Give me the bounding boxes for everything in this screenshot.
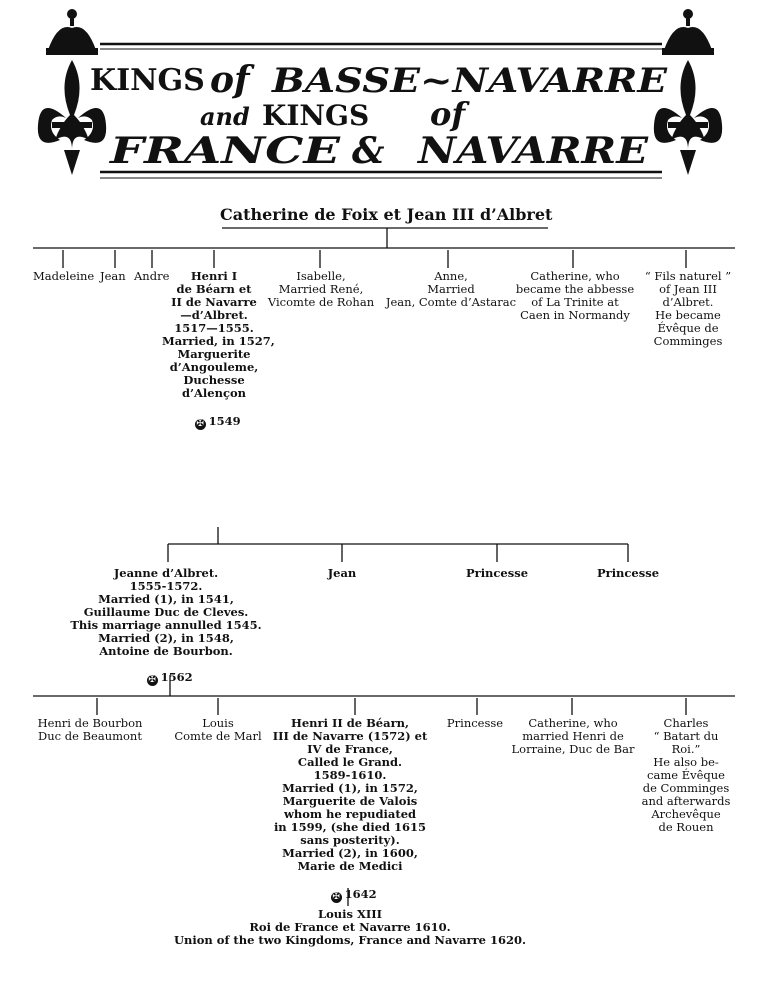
person-henri-i: Henri I de Béarn et II de Navarre —d’Alb… bbox=[162, 269, 275, 400]
crown-icon-right bbox=[662, 9, 714, 55]
person-princesse-1: Princesse bbox=[465, 566, 529, 580]
banner-basse-navarre: BASSE~NAVARRE bbox=[271, 61, 668, 101]
person-princesse-2: Princesse bbox=[596, 566, 660, 580]
banner-navarre: NAVARRE bbox=[417, 130, 649, 172]
banner-and: and bbox=[200, 102, 250, 131]
henri-i-death: ✠1549 bbox=[162, 402, 266, 430]
person-catherine-abbesse: Catherine, who became the abbesse of La … bbox=[515, 269, 635, 322]
person-jean-gen2: Jean bbox=[327, 566, 357, 580]
person-jean: Jean bbox=[100, 269, 126, 283]
title-banner: KINGS of BASSE~NAVARRE and KINGS of FRAN… bbox=[37, 9, 723, 179]
jeanne-death-year: 1562 bbox=[160, 670, 193, 684]
henri-ii-death-year: 1642 bbox=[344, 887, 377, 901]
person-catherine-lorraine: Catherine, who married Henri de Lorraine… bbox=[511, 716, 635, 756]
death-cross-icon: ✠ bbox=[330, 892, 342, 903]
person-fils-naturel: “ Fils naturel ” of Jean III d’Albret. H… bbox=[644, 269, 732, 348]
banner-kings-1: KINGS bbox=[90, 63, 205, 98]
crown-icon-left bbox=[46, 9, 98, 55]
banner-kings-2: KINGS bbox=[262, 99, 369, 132]
jeanne-death: ✠1562 bbox=[62, 658, 270, 686]
person-isabelle: Isabelle, Married René, Vicomte de Rohan bbox=[267, 269, 375, 309]
person-charles: Charles “ Batart du Roi.” He also be- ca… bbox=[641, 716, 731, 834]
fleur-de-lis-icon-right bbox=[653, 60, 723, 175]
person-henri-de-bourbon: Henri de Bourbon Duc de Beaumont bbox=[37, 716, 143, 743]
death-cross-icon: ✠ bbox=[146, 675, 158, 686]
henri-i-death-year: 1549 bbox=[208, 414, 241, 428]
death-cross-icon: ✠ bbox=[194, 419, 206, 430]
fleur-de-lis-icon-left bbox=[37, 60, 107, 175]
henri-ii-death: ✠1642 bbox=[266, 875, 434, 903]
banner-ampersand: & bbox=[352, 130, 385, 172]
person-louis-xiii: Louis XIII Roi de France et Navarre 1610… bbox=[174, 907, 526, 947]
banner-france: FRANCE bbox=[109, 130, 341, 172]
person-madeleine: Madeleine bbox=[33, 269, 95, 283]
root-couple: Catherine de Foix et Jean III d’Albret bbox=[220, 205, 553, 224]
banner-of-1: of bbox=[210, 59, 255, 101]
person-andre: Andre bbox=[134, 269, 170, 283]
person-louis: Louis Comte de Marl bbox=[174, 716, 262, 743]
person-henri-ii: Henri II de Béarn, III de Navarre (1572)… bbox=[272, 716, 428, 873]
person-princesse-3: Princesse bbox=[446, 716, 504, 730]
person-jeanne-dalbret: Jeanne d’Albret. 1555-1572. Married (1),… bbox=[70, 566, 262, 658]
person-anne: Anne, Married Jean, Comte d’Astarac bbox=[385, 269, 517, 309]
banner-of-2: of bbox=[430, 95, 470, 133]
